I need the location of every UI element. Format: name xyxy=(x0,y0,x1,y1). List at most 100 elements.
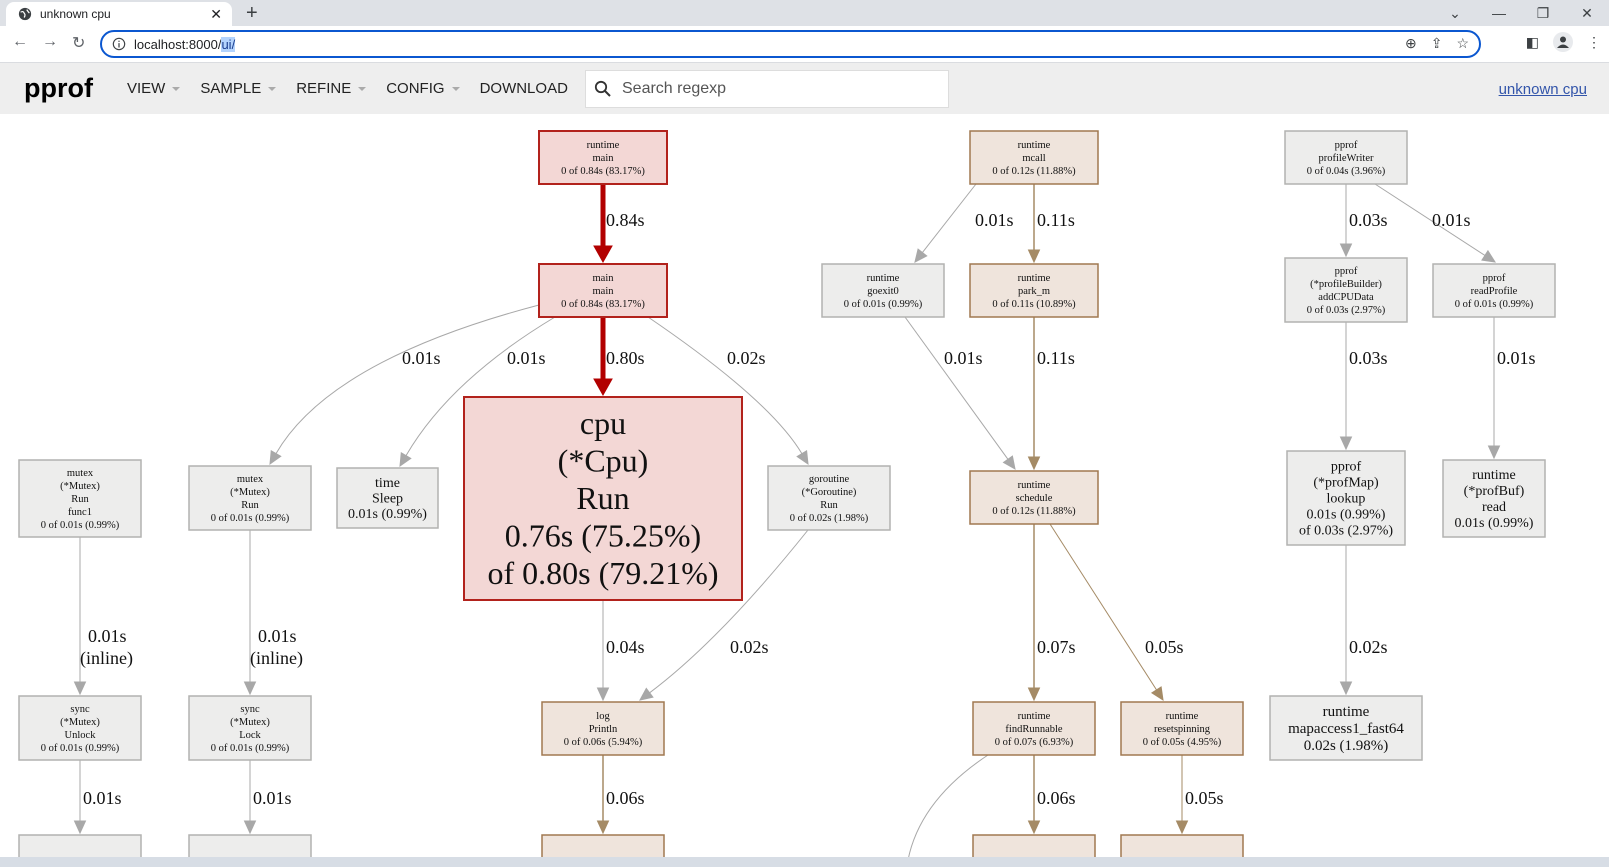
node-label: 0 of 0.03s (2.97%) xyxy=(1307,305,1386,316)
browser-tab[interactable]: unknown cpu ✕ xyxy=(6,2,232,26)
arrowhead-icon xyxy=(243,820,257,835)
search-input[interactable] xyxy=(620,79,944,99)
side-panel-icon[interactable]: ◧ xyxy=(1525,33,1539,50)
graph-edge[interactable]: 0.04s xyxy=(596,600,645,702)
graph-edge[interactable]: 0.01s(inline) xyxy=(73,537,133,696)
arrowhead-icon xyxy=(1175,820,1189,835)
graph-edge[interactable]: 0.01s xyxy=(399,316,556,468)
forward-icon[interactable]: → xyxy=(42,33,58,50)
graph-edge[interactable]: 0.06s xyxy=(596,755,645,835)
graph-edge[interactable]: 0.11s xyxy=(1027,317,1075,471)
edge-label-line: 0.01s xyxy=(1432,210,1471,230)
profile-avatar-icon[interactable] xyxy=(1553,32,1573,52)
graph-edge[interactable]: 0.02s xyxy=(647,316,809,466)
menu-refine[interactable]: REFINE xyxy=(296,80,367,97)
bookmark-star-icon[interactable]: ☆ xyxy=(1456,35,1469,51)
edge-label: 0.03s xyxy=(1349,210,1388,230)
url-text[interactable]: localhost:8000/ui/ xyxy=(134,36,236,52)
browser-menu-icon[interactable]: ⋮ xyxy=(1587,33,1601,50)
graph-edge[interactable]: 0.03s xyxy=(1339,322,1388,451)
graph-edge[interactable]: 0.03s xyxy=(1339,184,1388,258)
zoom-icon[interactable]: ⊕ xyxy=(1404,35,1417,51)
edge-label-line: 0.80s xyxy=(606,348,645,368)
graph-edge[interactable]: 0.02s xyxy=(639,529,809,701)
graph-edge[interactable]: 0.01s xyxy=(269,304,540,466)
horizontal-scrollbar[interactable] xyxy=(0,857,1609,867)
tab-search-icon[interactable]: ⌄ xyxy=(1449,4,1461,21)
graph-edge[interactable]: 0.11s xyxy=(1027,184,1075,264)
site-info-icon[interactable] xyxy=(112,37,126,51)
new-tab-button[interactable]: + xyxy=(246,2,258,24)
node-label: runtime xyxy=(867,273,900,284)
graph-edge[interactable]: 0.84s xyxy=(593,184,645,264)
tab-close-icon[interactable]: ✕ xyxy=(210,5,222,22)
graph-edge[interactable]: 0.01s xyxy=(914,183,1014,263)
edge-label-line: 0.01s xyxy=(944,348,983,368)
graph-edge[interactable]: 0.05s xyxy=(1049,523,1184,702)
profile-link[interactable]: unknown cpu xyxy=(1498,81,1587,98)
minimize-icon[interactable]: — xyxy=(1492,5,1506,21)
omnibox-actions: ⊕ ⇪ ☆ xyxy=(1405,35,1469,52)
graph-edge[interactable]: 0.02s xyxy=(1339,545,1388,696)
close-window-icon[interactable]: ✕ xyxy=(1581,4,1593,21)
node-label: 0 of 0.01s (0.99%) xyxy=(1455,299,1534,310)
edge-label-line: 0.03s xyxy=(1349,348,1388,368)
node-label: 0 of 0.01s (0.99%) xyxy=(211,743,290,754)
address-bar[interactable]: localhost:8000/ui/ ⊕ ⇪ ☆ xyxy=(100,30,1481,58)
graph-edge[interactable]: 0.01s(inline) xyxy=(243,530,303,696)
graph-edge[interactable]: 0.05s xyxy=(1175,755,1224,835)
arrowhead-icon xyxy=(269,450,282,466)
graph-edge[interactable]: 0.01s xyxy=(1374,183,1497,263)
node-label: mutex xyxy=(237,474,264,485)
back-icon[interactable]: ← xyxy=(12,33,28,50)
node-label: runtime xyxy=(1018,273,1051,284)
graph-edge[interactable]: 0.01s xyxy=(73,760,122,835)
graph-edge[interactable]: 0.07s xyxy=(1027,524,1076,702)
menu-sample[interactable]: SAMPLE xyxy=(200,80,277,97)
share-icon[interactable]: ⇪ xyxy=(1430,35,1443,51)
graph-edge[interactable]: 0.06s xyxy=(1027,755,1076,835)
node-box xyxy=(1284,257,1408,323)
node-label: 0 of 0.02s (1.98%) xyxy=(790,513,869,524)
graph-edge[interactable] xyxy=(907,754,989,861)
node-label: func1 xyxy=(68,507,92,518)
menu-view[interactable]: VIEW xyxy=(127,80,181,97)
node-label: pprof xyxy=(1335,140,1358,151)
restore-icon[interactable]: ❐ xyxy=(1536,4,1550,21)
graph-edge[interactable]: 0.01s xyxy=(243,760,292,835)
search-box[interactable] xyxy=(585,70,949,108)
graph-edge[interactable]: 0.80s xyxy=(593,317,645,397)
node-label: mcall xyxy=(1022,153,1045,164)
menu-download[interactable]: DOWNLOAD xyxy=(480,80,568,97)
arrowhead-icon xyxy=(1027,820,1041,835)
reload-icon[interactable]: ↻ xyxy=(72,35,86,52)
graph-edge[interactable]: 0.01s xyxy=(904,316,1016,470)
edge-label-line: 0.01s xyxy=(1497,348,1536,368)
node-box xyxy=(188,465,312,531)
graph-edge[interactable]: 0.01s xyxy=(1487,317,1536,460)
menu-config[interactable]: CONFIG xyxy=(386,80,460,97)
